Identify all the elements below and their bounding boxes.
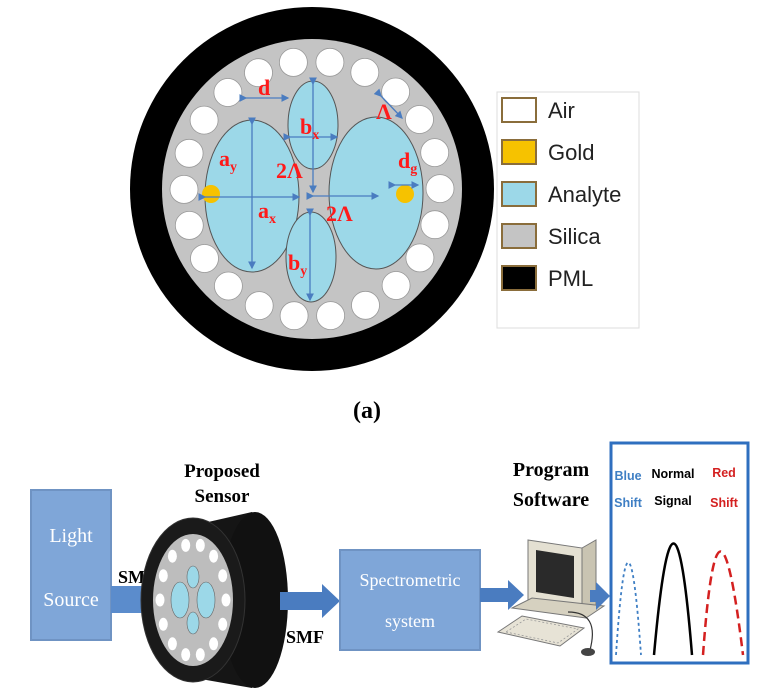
arrow-to-software [480, 580, 524, 610]
air-hole [279, 301, 309, 331]
sensor-air-hole [158, 569, 168, 583]
air-hole [420, 210, 450, 240]
label-lambda-top: Λ [376, 99, 392, 124]
sensor-air-hole [195, 648, 205, 662]
sensor-air-hole [167, 549, 177, 563]
legend-label-pml: PML [548, 266, 593, 291]
air-hole [244, 58, 273, 88]
legend-swatch-analyte [501, 181, 537, 207]
air-hole [244, 291, 274, 321]
legend-swatch-air [501, 97, 537, 123]
smf-arrow-to-spectrometer [280, 584, 340, 618]
sensor-air-hole [195, 538, 205, 552]
air-hole [316, 301, 346, 331]
spectrometric-label-line1: Spectrometric [360, 570, 461, 590]
sensor-air-hole [158, 617, 168, 631]
dimension-labels: d bx Λ ay 2Λ dg ax 2Λ by [219, 75, 417, 279]
proposed-sensor-label-line1: Proposed [184, 461, 260, 482]
legend-swatch-pml [501, 265, 537, 291]
air-hole [174, 210, 204, 240]
legend-label-silica: Silica [548, 224, 601, 249]
red-shift-curve [701, 550, 745, 656]
air-hole [420, 138, 450, 168]
program-software-label-line2: Software [513, 489, 589, 511]
proposed-sensor-label-line2: Sensor [195, 486, 250, 507]
label-bx: bx [300, 114, 319, 143]
air-hole [189, 105, 219, 135]
blue-shift-label-line1: Blue [614, 469, 641, 483]
sensor-air-hole [209, 637, 219, 651]
sensor-air-hole [155, 593, 165, 607]
gold-nanowire-right [396, 185, 414, 203]
spectrometric-label-line2: system [385, 611, 435, 631]
dimension-arrows [198, 77, 420, 302]
legend-swatch-silica [501, 223, 537, 249]
legend-label-gold: Gold [548, 140, 594, 165]
normal-signal-label-line2: Signal [654, 494, 692, 508]
light-source-label-line1: Light [49, 525, 93, 547]
label-ax: ax [258, 198, 276, 227]
air-hole [425, 174, 455, 204]
air-hole [381, 271, 411, 300]
sensor-air-hole [209, 549, 219, 563]
caption-a: (a) [353, 398, 381, 424]
sensor-air-hole [221, 593, 231, 607]
sensor-air-hole [181, 538, 191, 552]
air-hole [213, 78, 243, 107]
air-hole [169, 174, 199, 204]
label-dg: dg [398, 148, 417, 177]
legend-label-air: Air [548, 98, 575, 123]
spectrum-labels: Blue Shift Normal Signal Red Shift [614, 466, 739, 510]
fiber-cross-section: d bx Λ ay 2Λ dg ax 2Λ by [130, 7, 494, 371]
sensor-air-hole [218, 617, 228, 631]
proposed-sensor-cylinder [140, 512, 288, 688]
arrow-to-spectrum [590, 582, 610, 610]
sensor-air-hole [181, 648, 191, 662]
air-holes [169, 47, 455, 331]
air-hole [405, 243, 435, 273]
label-2lambda-horizontal: 2Λ [326, 201, 353, 226]
spectrometric-system-box [339, 549, 481, 651]
label-2lambda-vertical: 2Λ [276, 158, 303, 183]
legend-swatch-gold [501, 139, 537, 165]
air-hole [174, 138, 204, 168]
air-hole [405, 105, 434, 134]
normal-signal-curve [652, 542, 694, 656]
label-ay: ay [219, 146, 237, 175]
blue-shift-label-line2: Shift [614, 496, 643, 510]
label-d: d [258, 75, 270, 100]
air-hole [351, 290, 380, 320]
air-hole [315, 47, 345, 77]
gold-nanowire-left [202, 185, 220, 203]
label-by: by [288, 250, 307, 279]
air-hole [278, 48, 308, 77]
red-shift-label-line1: Red [712, 466, 736, 480]
sensor-air-hole [167, 637, 177, 651]
light-source-label-line2: Source [43, 589, 99, 611]
normal-signal-label-line1: Normal [651, 467, 694, 481]
light-source-box [30, 489, 112, 641]
air-hole [350, 58, 380, 87]
red-shift-label-line2: Shift [710, 496, 739, 510]
air-hole [190, 244, 219, 273]
program-software-label-line1: Program [513, 459, 590, 481]
legend-label-analyte: Analyte [548, 182, 621, 207]
air-hole [213, 271, 243, 301]
sensor-air-hole [218, 569, 228, 583]
smf-bottom-label: SMF [286, 627, 324, 647]
legend-box [496, 91, 640, 329]
